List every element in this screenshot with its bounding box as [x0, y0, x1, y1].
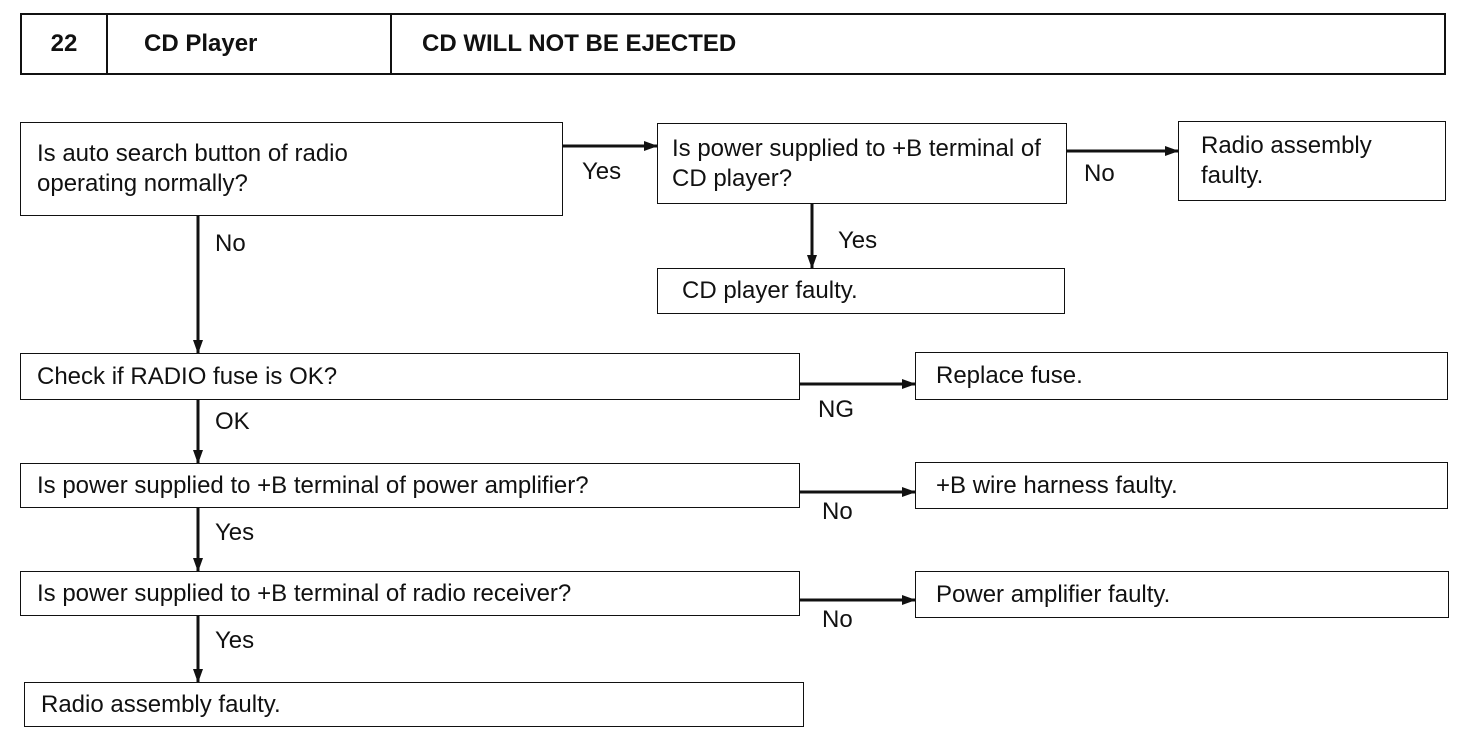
step-power-amp-question: Is power supplied to +B terminal of powe… — [20, 463, 800, 508]
label-ng-fuse: NG — [818, 396, 854, 423]
result-radio-faulty-1: Radio assembly faulty. — [1178, 121, 1446, 201]
problem-title: CD WILL NOT BE EJECTED — [422, 30, 737, 57]
step-fuse-check-question: Check if RADIO fuse is OK? — [20, 353, 800, 400]
label-no-autosearch: No — [215, 230, 246, 257]
result-power-amp-faulty: Power amplifier faulty. — [915, 571, 1449, 618]
label-yes-receiver: Yes — [215, 627, 255, 654]
result-radio-faulty-2: Radio assembly faulty. — [24, 682, 804, 727]
label-yes-power-amp: Yes — [215, 519, 255, 546]
result-wire-harness-faulty: +B wire harness faulty. — [915, 462, 1448, 509]
result-cd-player-faulty: CD player faulty. — [657, 268, 1065, 314]
label-no-receiver: No — [822, 606, 853, 633]
label-no-power-cd: No — [1084, 160, 1115, 187]
label-yes-power-cd: Yes — [838, 227, 878, 254]
step-power-cd-question: Is power supplied to +B terminal of CD p… — [657, 123, 1067, 204]
label-yes-autosearch: Yes — [582, 158, 622, 185]
label-ok-fuse: OK — [215, 408, 250, 435]
system-name: CD Player — [108, 15, 392, 73]
section-number: 22 — [22, 15, 108, 73]
result-replace-fuse: Replace fuse. — [915, 352, 1448, 400]
header-bar: 22 CD Player CD WILL NOT BE EJECTED — [20, 13, 1446, 75]
step-auto-search-question: Is auto search button of radio operating… — [20, 122, 563, 216]
label-no-power-amp: No — [822, 498, 853, 525]
step-power-receiver-question: Is power supplied to +B terminal of radi… — [20, 571, 800, 616]
